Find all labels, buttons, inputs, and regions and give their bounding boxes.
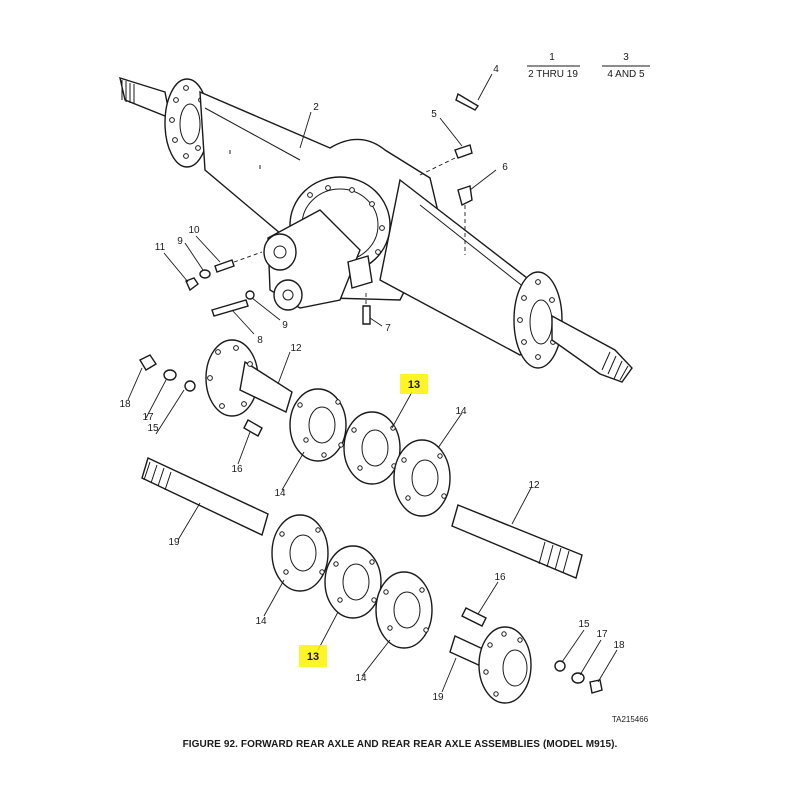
- callout-15-lower: 15: [578, 619, 590, 630]
- lock-washer-lower-17: [571, 672, 585, 684]
- flange-bolt-lower: [461, 607, 487, 627]
- callout-17-upper: 17: [142, 412, 154, 423]
- callout-2: 2: [313, 102, 319, 113]
- callout-6: 6: [502, 162, 508, 173]
- plug: [457, 185, 473, 207]
- cotter-pin: [455, 92, 480, 111]
- cone-washer-upper: [184, 380, 196, 392]
- hardware-parts: [185, 92, 480, 325]
- callout-14-upper-left: 14: [274, 488, 286, 499]
- callout-11: 11: [155, 242, 166, 253]
- callout-12-right: 12: [528, 480, 540, 491]
- callout-15-upper: 15: [147, 423, 159, 434]
- header-range-3: 4 AND 5: [607, 69, 645, 80]
- callout-14-upper-right: 14: [455, 406, 467, 417]
- callout-5: 5: [431, 109, 437, 120]
- header-number-1: 1: [549, 52, 555, 63]
- callout-14-lower-left: 14: [255, 616, 267, 627]
- callout-7: 7: [385, 323, 391, 334]
- callout-18-upper: 18: [119, 399, 131, 410]
- callout-19-left: 19: [168, 537, 180, 548]
- callout-10: 10: [188, 225, 200, 236]
- lock-washer-upper-17: [163, 369, 177, 381]
- stud: [362, 305, 371, 325]
- callout-9-upper: 9: [177, 236, 183, 247]
- callout-14-lower-right: 14: [355, 673, 367, 684]
- callout-4: 4: [493, 64, 499, 75]
- nut-lower-18: [589, 679, 603, 694]
- figure-index-header: 1 2 THRU 19 3 4 AND 5: [527, 52, 650, 80]
- header-range-1: 2 THRU 19: [528, 69, 578, 80]
- callout-13-lower: 13: [307, 651, 319, 663]
- bolt: [211, 299, 249, 317]
- lock-washer-upper: [199, 269, 211, 279]
- cone-washer-lower: [554, 660, 566, 672]
- hex-nut: [185, 277, 199, 292]
- highlight-13-lower: [299, 645, 327, 667]
- callout-16-upper: 16: [231, 464, 243, 475]
- highlight-13-upper: [400, 374, 428, 394]
- callout-12-upper: 12: [290, 343, 302, 354]
- upper-axle-shaft-group: [139, 339, 583, 579]
- leader-lines: [127, 73, 618, 693]
- callout-18-lower: 18: [613, 640, 625, 651]
- header-number-3: 3: [623, 52, 629, 63]
- callout-9-lower: 9: [282, 320, 288, 331]
- figure-caption: FIGURE 92. FORWARD REAR AXLE AND REAR RE…: [182, 739, 618, 750]
- lower-axle-shaft-group: [141, 457, 603, 704]
- screw: [214, 259, 235, 273]
- nut-upper-18: [139, 354, 157, 371]
- lock-washer-lower: [245, 290, 255, 300]
- breather: [454, 144, 473, 159]
- callout-13-upper: 13: [408, 379, 420, 391]
- callout-19-right: 19: [432, 692, 444, 703]
- callouts: 2 4 5 6 7 8 9 9 10 11 12 12 13 13 14 14 …: [119, 64, 625, 703]
- callout-8: 8: [257, 335, 263, 346]
- axle-housing: [119, 76, 633, 383]
- callout-17-lower: 17: [596, 629, 608, 640]
- drawing-reference-code: TA215466: [612, 715, 649, 724]
- callout-16-lower: 16: [494, 572, 506, 583]
- flange-bolt-upper: [243, 419, 263, 437]
